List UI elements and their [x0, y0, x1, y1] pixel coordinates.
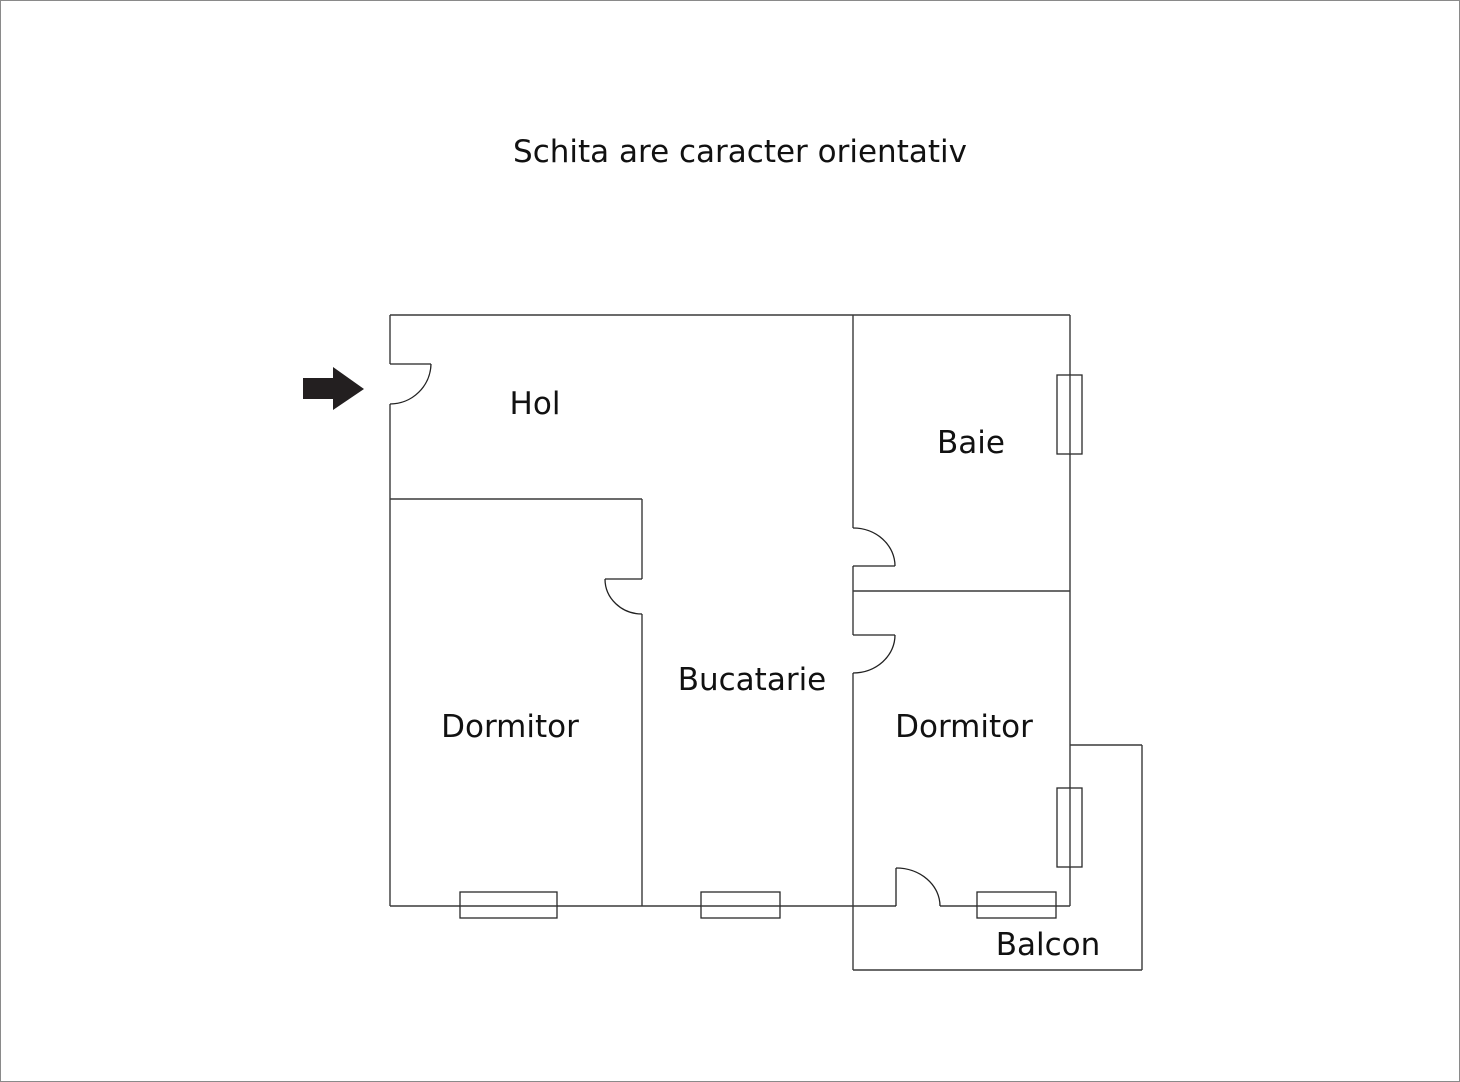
- window-dormitor-right-bottom: [976, 891, 1057, 919]
- window-bucatarie: [700, 891, 781, 919]
- plan-title: Schita are caracter orientativ: [513, 134, 967, 170]
- dormitor-left-door: [604, 578, 643, 615]
- entrance-door: [389, 363, 432, 405]
- doors: [389, 363, 941, 907]
- room-label-baie: Baie: [937, 425, 1005, 461]
- dormitor-right-door: [852, 634, 896, 674]
- room-label-dormitor-right: Dormitor: [895, 709, 1033, 745]
- room-label-hol: Hol: [510, 386, 561, 422]
- balcony-outline: [852, 744, 1143, 971]
- balcony-door: [895, 867, 941, 907]
- entrance-arrow-icon: [303, 367, 364, 410]
- room-label-balcon: Balcon: [996, 927, 1101, 963]
- interior-walls: [390, 315, 1070, 906]
- room-label-dormitor-left: Dormitor: [441, 709, 579, 745]
- window-dormitor-left: [459, 891, 558, 919]
- outer-walls: [389, 314, 1071, 907]
- baie-door: [852, 527, 896, 567]
- room-label-bucatarie: Bucatarie: [678, 662, 827, 698]
- windows: [459, 374, 1083, 919]
